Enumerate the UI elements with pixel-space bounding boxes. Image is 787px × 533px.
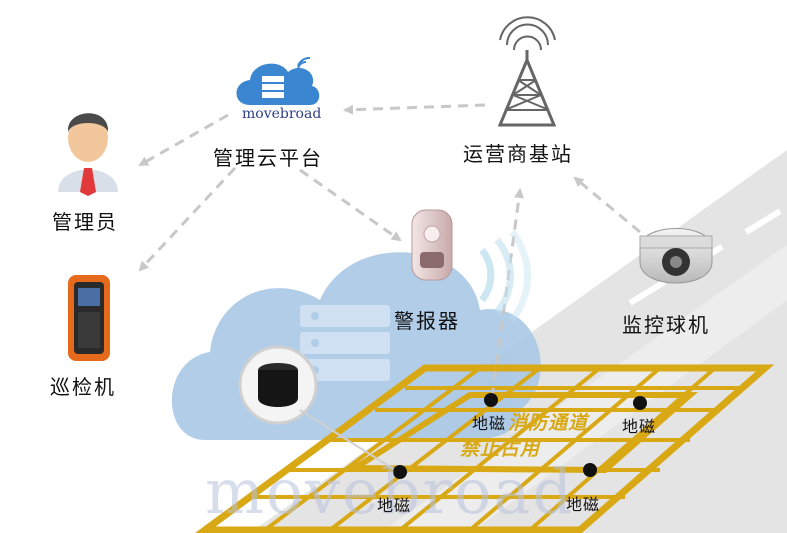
cloud-brand-label: movebroad [242, 106, 322, 122]
arrow-platform-to-patrol [138, 166, 237, 272]
alarm-siren-icon [411, 209, 532, 323]
sensor-dot [393, 465, 407, 479]
sensor-dot [633, 396, 647, 410]
sensor-label: 地磁 [377, 496, 412, 515]
fire-lane-grid [195, 364, 775, 533]
patrol-device-icon [68, 275, 110, 361]
road-sign-line-1: 消防通道 [508, 412, 589, 434]
sensor-label: 地磁 [566, 495, 601, 514]
sensor-label: 地磁 [472, 414, 507, 433]
cloud-platform-label: 管理云平台 [213, 146, 323, 170]
base-station-label: 运营商基站 [463, 142, 573, 166]
patrol-device-label: 巡检机 [50, 375, 116, 399]
dome-camera-icon [639, 228, 713, 284]
camera-label: 监控球机 [622, 313, 710, 337]
watermark: movebroad [205, 455, 575, 528]
base-station-tower-icon [497, 16, 557, 127]
sensor-label: 地磁 [622, 417, 657, 436]
road-sign-line-2: 禁止占用 [460, 438, 541, 460]
arrow-station-to-platform [343, 103, 486, 115]
admin-avatar-icon [58, 113, 118, 196]
admin-label: 管理员 [52, 210, 118, 234]
sensor-dot [583, 463, 597, 477]
sensor-closeup-icon [238, 345, 399, 473]
cloud-platform-icon [236, 57, 320, 105]
sensor-dot [484, 393, 498, 407]
arrow-platform-to-alarm [299, 168, 402, 242]
alarm-label: 警报器 [394, 309, 460, 333]
arrow-camera-to-station [573, 176, 641, 234]
